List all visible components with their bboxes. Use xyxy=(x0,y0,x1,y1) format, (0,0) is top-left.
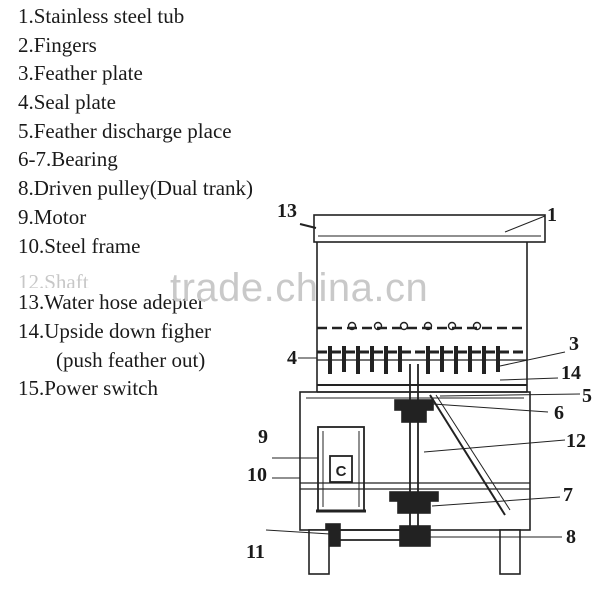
motor-label: C xyxy=(336,463,347,480)
leg-right xyxy=(499,529,521,575)
tub-hole xyxy=(472,321,482,331)
parts-legend: 1.Stainless steel tub 2.Fingers 3.Feathe… xyxy=(18,2,253,403)
upper-bearing-block xyxy=(401,409,427,423)
discharge-chute xyxy=(429,394,506,516)
finger xyxy=(426,346,430,374)
tub-hole xyxy=(447,321,457,331)
leader-line xyxy=(431,496,561,507)
legend-item-obscured: 12.Shaft xyxy=(18,270,89,289)
water-hose-adapter xyxy=(299,223,317,229)
callout-14: 14 xyxy=(561,362,581,384)
tub-hole xyxy=(423,321,433,331)
callout-6: 6 xyxy=(554,402,564,424)
tub-hole xyxy=(347,321,357,331)
leader-line xyxy=(432,403,549,413)
leg-left xyxy=(308,529,330,575)
legend-item: 5.Feather discharge place xyxy=(18,118,232,143)
finger xyxy=(482,346,486,374)
lower-bearing-block xyxy=(397,500,431,514)
finger xyxy=(328,346,332,374)
legend-item: 13.Water hose adepter xyxy=(18,290,205,315)
legend-item: 3.Feather plate xyxy=(18,61,143,86)
leader-line xyxy=(439,393,581,397)
callout-11: 11 xyxy=(246,541,265,563)
tub-hole xyxy=(373,321,383,331)
legend-item: 1.Stainless steel tub xyxy=(18,4,185,28)
leader-line xyxy=(423,439,566,453)
tub-lid xyxy=(313,214,546,243)
finger xyxy=(370,346,374,372)
legend-item-continuation: (push feather out) xyxy=(56,347,206,372)
legend-item: 9.Motor xyxy=(18,204,87,229)
watermark: trade.china.cn xyxy=(170,266,429,310)
callout-13: 13 xyxy=(277,200,297,222)
fingers xyxy=(328,346,500,374)
callout-4: 4 xyxy=(287,347,297,369)
discharge-chute-inner xyxy=(435,394,511,511)
callout-9: 9 xyxy=(258,426,268,448)
legend-item: 14.Upside down figher xyxy=(18,318,212,343)
legend-item: 4.Seal plate xyxy=(18,90,116,115)
callout-3: 3 xyxy=(569,333,579,355)
finger xyxy=(398,346,402,372)
callout-12: 12 xyxy=(566,430,586,452)
legend-item: 6-7.Bearing xyxy=(18,147,118,172)
upper-bearing xyxy=(394,399,434,411)
leader-line xyxy=(504,215,546,233)
finger xyxy=(356,346,360,374)
leader-line xyxy=(499,351,566,367)
finger xyxy=(454,346,458,374)
legend-item: 2.Fingers xyxy=(18,32,97,57)
lower-bearing xyxy=(389,491,439,502)
finger xyxy=(468,346,472,372)
tub-holes xyxy=(347,321,482,331)
legend-item: 8.Driven pulley(Dual trank) xyxy=(18,176,254,201)
callout-1: 1 xyxy=(547,204,557,226)
callout-10: 10 xyxy=(247,464,267,486)
callout-8: 8 xyxy=(566,526,576,548)
motor-label-box xyxy=(329,455,353,483)
leader-lines xyxy=(265,215,581,538)
finger xyxy=(496,346,500,372)
finger xyxy=(384,346,388,374)
leader-line xyxy=(265,529,331,535)
finger xyxy=(342,346,346,372)
callout-7: 7 xyxy=(563,484,573,506)
leader-line xyxy=(499,377,559,381)
driven-pulley xyxy=(399,525,431,547)
legend-item: 10.Steel frame xyxy=(18,233,141,258)
tub-hole xyxy=(399,321,409,331)
finger xyxy=(440,346,444,372)
legend-item: 15.Power switch xyxy=(18,376,158,401)
callout-5: 5 xyxy=(582,385,592,407)
